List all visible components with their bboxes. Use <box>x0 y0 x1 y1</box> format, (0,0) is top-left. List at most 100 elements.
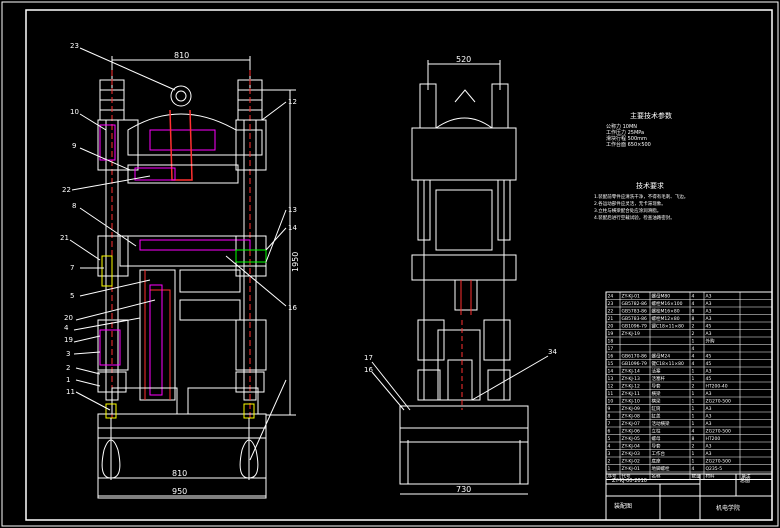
dim-810-top: 810 <box>174 51 189 60</box>
inner-frame <box>25 9 773 521</box>
specs-title: 主要技术参数 <box>630 111 672 120</box>
parts-cell: 8 <box>692 309 695 315</box>
parts-cell: 1 <box>692 369 695 375</box>
dim-1950: 1950 <box>291 252 300 272</box>
parts-cell: 底座 <box>652 458 661 465</box>
parts-cell: ZY-KJ-03 <box>622 451 641 457</box>
svg-text:22: 22 <box>62 186 71 194</box>
parts-cell: HT200 <box>706 436 721 442</box>
parts-cell: 1 <box>692 459 695 465</box>
parts-cell: 1 <box>692 421 695 427</box>
parts-cell: 10 <box>608 399 614 405</box>
parts-cell: A3 <box>706 391 712 397</box>
parts-cell: Q235-5 <box>706 466 723 472</box>
svg-text:10: 10 <box>70 108 79 116</box>
parts-cell: 地脚螺栓 <box>652 465 670 472</box>
svg-text:11: 11 <box>66 388 75 396</box>
parts-cell: 工作台 <box>652 450 666 457</box>
parts-cell: 1 <box>692 414 695 420</box>
parts-cell: ZG270-500 <box>706 399 732 405</box>
parts-cell: 外购 <box>706 338 715 345</box>
parts-cell: 8 <box>608 414 611 420</box>
parts-cell: 5 <box>608 436 611 442</box>
parts-cell: 活塞 <box>652 368 661 375</box>
balloon-labels-front: 23 10 9 22 8 21 7 5 20 4 19 3 2 1 11 12 … <box>60 42 297 396</box>
parts-cell: 22 <box>608 309 614 315</box>
leader-lines-front <box>69 47 287 461</box>
lifting-eye <box>170 85 192 107</box>
parts-cell: 45 <box>706 324 712 330</box>
parts-cell: 4 <box>692 354 695 360</box>
svg-text:8: 8 <box>72 202 76 210</box>
parts-cell: 活动横梁 <box>652 420 670 427</box>
parts-cell: 4 <box>692 466 695 472</box>
parts-cell: 4 <box>692 301 695 307</box>
parts-cell: ZY-KJ-07 <box>622 421 641 427</box>
side-view: 520 730 17 16 34 <box>364 55 557 495</box>
parts-cell: 3 <box>608 451 611 457</box>
svg-text:工作压力 25MPa: 工作压力 25MPa <box>606 129 644 136</box>
svg-text:9: 9 <box>72 142 76 150</box>
svg-text:7: 7 <box>70 264 74 272</box>
parts-cell: 17 <box>608 346 614 352</box>
parts-cell: 45 <box>706 354 712 360</box>
svg-text:14: 14 <box>288 224 297 232</box>
svg-text:20: 20 <box>64 314 73 322</box>
parts-cell: 2 <box>692 384 695 390</box>
parts-cell: 4 <box>608 444 611 450</box>
svg-text:13: 13 <box>288 206 297 214</box>
parts-cell: 2 <box>608 459 611 465</box>
svg-text:2: 2 <box>66 364 70 372</box>
parts-cell: 1 <box>692 451 695 457</box>
svg-text:12: 12 <box>288 98 297 106</box>
drawing-code: ZY-KJ-00-2010 <box>612 478 647 484</box>
parts-cell: 导套 <box>652 383 661 390</box>
svg-text:工作台面 650×500: 工作台面 650×500 <box>606 141 651 148</box>
svg-text:23: 23 <box>70 42 79 50</box>
parts-cell: 7 <box>608 421 611 427</box>
title-block: ZY-KJ-00-2010 装配图 总图 机电学院 <box>605 473 773 521</box>
parts-cell: 16 <box>608 354 614 360</box>
parts-header-cell: 序号 <box>608 473 617 480</box>
sheet-label: 总图 <box>740 477 750 484</box>
parts-cell: A3 <box>706 421 712 427</box>
parts-cell: 45 <box>706 361 712 367</box>
svg-text:16: 16 <box>288 304 297 312</box>
svg-text:1.装配前零件应清洗干净，不得有毛刺、飞边。: 1.装配前零件应清洗干净，不得有毛刺、飞边。 <box>594 193 688 200</box>
parts-cell: 8 <box>692 436 695 442</box>
tech-specs: 主要技术参数 公称力 10MN 工作压力 25MPa 滑块行程 500mm 工作… <box>606 111 672 148</box>
parts-cell: 11 <box>608 391 614 397</box>
parts-cell: ZY-KJ-06 <box>622 429 641 435</box>
parts-header-cell: 数量 <box>692 473 701 480</box>
parts-cell: 6 <box>608 429 611 435</box>
parts-cell: A3 <box>706 316 712 322</box>
parts-cell: ZY-KJ-01 <box>622 466 641 472</box>
parts-cell: 螺栓M16×100 <box>652 300 683 307</box>
svg-text:滑块行程 500mm: 滑块行程 500mm <box>606 135 647 142</box>
parts-cell: 2 <box>692 331 695 337</box>
parts-cell: 12 <box>608 384 614 390</box>
requirements-title: 技术要求 <box>636 181 664 190</box>
parts-cell: 4 <box>692 346 695 352</box>
parts-cell: 19 <box>608 331 614 337</box>
dim-810-bottom: 810 <box>172 469 187 478</box>
parts-cell: ZY-KJ-01 <box>622 294 641 300</box>
parts-cell: ZG270-500 <box>706 459 732 465</box>
parts-cell: GB5782-86 <box>622 301 648 307</box>
parts-cell: A3 <box>706 406 712 412</box>
parts-header-cell: 备注 <box>742 473 751 480</box>
parts-cell: 横梁 <box>652 398 661 405</box>
parts-cell: 1 <box>608 466 611 472</box>
parts-cell: A3 <box>706 414 712 420</box>
parts-cell: ZY-KJ-08 <box>622 414 641 420</box>
parts-cell: 横梁 <box>652 390 661 397</box>
parts-cell: ZY-KJ-05 <box>622 436 641 442</box>
balloon-labels-side: 17 16 34 <box>364 348 557 374</box>
svg-text:16: 16 <box>364 366 373 374</box>
cylinder-body <box>139 269 176 401</box>
parts-cell: A3 <box>706 301 712 307</box>
parts-cell: 8 <box>692 316 695 322</box>
organization: 机电学院 <box>716 504 740 512</box>
parts-cell: 缸筒 <box>652 405 661 412</box>
